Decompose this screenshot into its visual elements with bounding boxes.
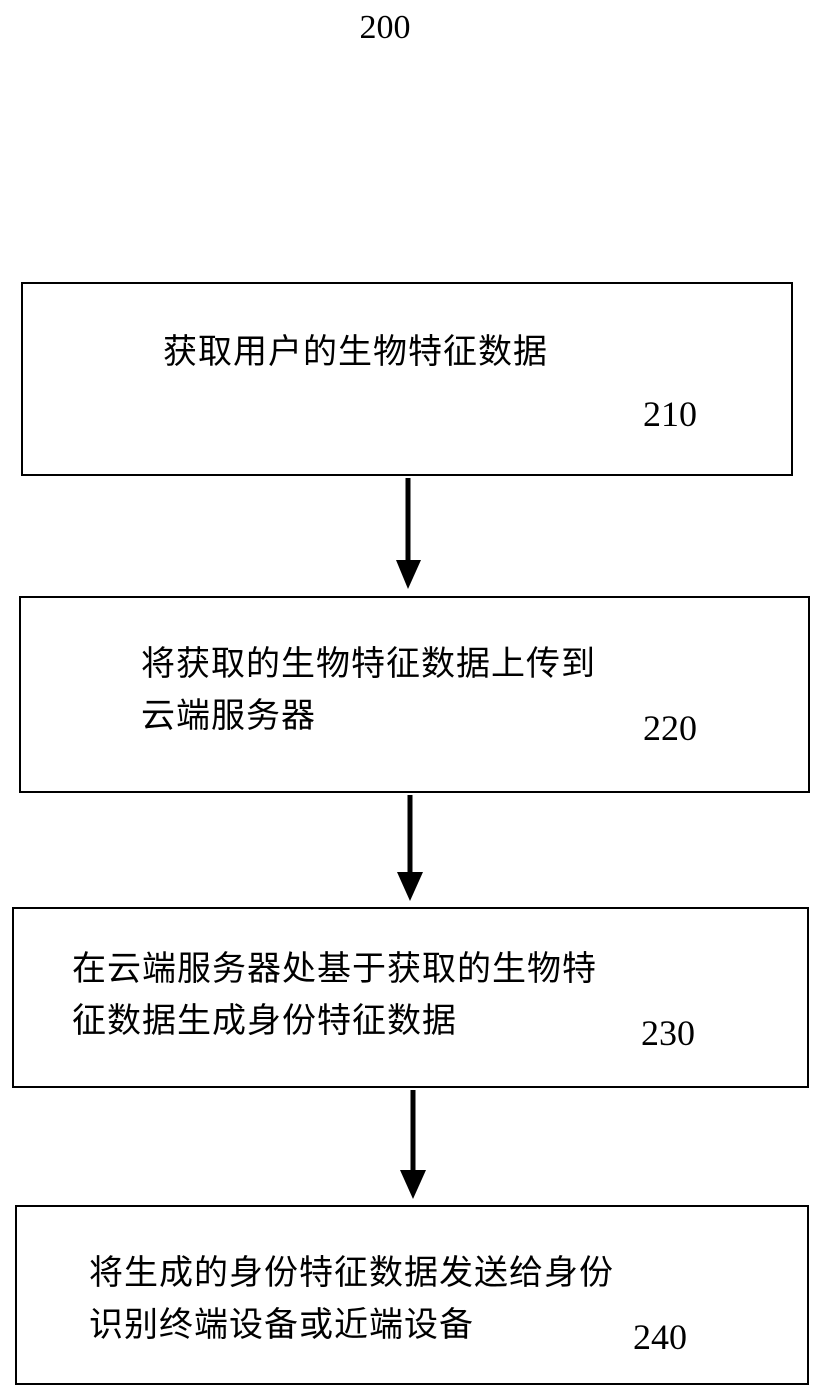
step-text: 获取用户的生物特征数据 — [163, 326, 548, 378]
step-text: 将生成的身份特征数据发送给身份 识别终端设备或近端设备 — [89, 1247, 614, 1351]
step-box-230: 在云端服务器处基于获取的生物特 征数据生成身份特征数据 230 — [12, 907, 809, 1088]
step-box-210: 获取用户的生物特征数据 210 — [21, 282, 793, 476]
step-number: 220 — [643, 708, 697, 748]
arrow-head — [400, 1170, 426, 1199]
step-text-line: 将生成的身份特征数据发送给身份 — [89, 1253, 614, 1293]
step-text-line: 在云端服务器处基于获取的生物特 — [72, 949, 597, 989]
arrow-head — [397, 872, 423, 901]
step-number: 210 — [643, 394, 697, 434]
step-box-240: 将生成的身份特征数据发送给身份 识别终端设备或近端设备 240 — [15, 1205, 809, 1385]
arrow-210-220 — [396, 478, 421, 589]
arrow-head — [396, 560, 421, 589]
step-text-line: 识别终端设备或近端设备 — [89, 1305, 474, 1345]
step-text-line: 将获取的生物特征数据上传到 — [141, 644, 596, 684]
step-box-220: 将获取的生物特征数据上传到 云端服务器 220 — [19, 596, 810, 793]
step-text: 在云端服务器处基于获取的生物特 征数据生成身份特征数据 — [72, 943, 597, 1047]
figure-label: 200 — [359, 9, 411, 46]
step-number: 240 — [633, 1317, 687, 1357]
step-text: 将获取的生物特征数据上传到 云端服务器 — [141, 638, 596, 742]
step-text-line: 云端服务器 — [141, 696, 316, 736]
step-text-line: 征数据生成身份特征数据 — [72, 1001, 457, 1041]
arrow-230-240 — [400, 1090, 426, 1199]
arrow-220-230 — [397, 795, 423, 901]
step-text-line: 获取用户的生物特征数据 — [163, 332, 548, 372]
step-number: 230 — [641, 1013, 695, 1053]
